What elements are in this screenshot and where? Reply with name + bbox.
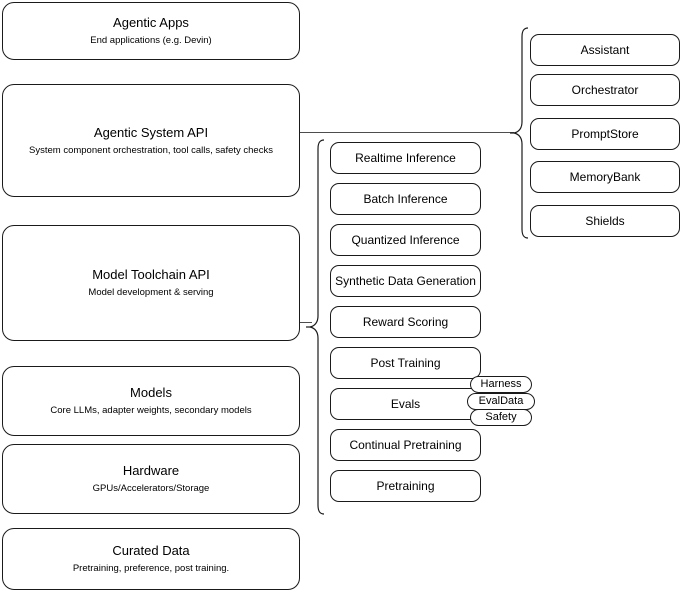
toolchain-item-post-training[interactable]: Post Training bbox=[330, 347, 481, 379]
eval-pill-harness[interactable]: Harness bbox=[470, 376, 532, 393]
curly-brace-agentic-components bbox=[510, 26, 530, 246]
toolchain-item-batch-inference[interactable]: Batch Inference bbox=[330, 183, 481, 215]
eval-pill-evaldata[interactable]: EvalData bbox=[467, 393, 535, 410]
eval-pill-label: EvalData bbox=[478, 395, 524, 407]
toolchain-item-pretraining[interactable]: Pretraining bbox=[330, 470, 481, 502]
connector-agentic-system-to-components bbox=[300, 132, 514, 133]
stack-layer-subtitle: Pretraining, preference, post training. bbox=[72, 563, 230, 574]
toolchain-item-label: Continual Pretraining bbox=[349, 437, 462, 452]
toolchain-item-quantized-inference[interactable]: Quantized Inference bbox=[330, 224, 481, 256]
stack-layer-subtitle: Core LLMs, adapter weights, secondary mo… bbox=[50, 405, 252, 416]
toolchain-item-synthetic-data-generation[interactable]: Synthetic Data Generation bbox=[330, 265, 481, 297]
toolchain-item-continual-pretraining[interactable]: Continual Pretraining bbox=[330, 429, 481, 461]
agentic-component-memorybank[interactable]: MemoryBank bbox=[530, 161, 680, 193]
toolchain-item-reward-scoring[interactable]: Reward Scoring bbox=[330, 306, 481, 338]
stack-layer-model-toolchain-api[interactable]: Model Toolchain API Model development & … bbox=[2, 225, 300, 341]
eval-pill-label: Harness bbox=[480, 378, 522, 390]
stack-layer-models[interactable]: Models Core LLMs, adapter weights, secon… bbox=[2, 366, 300, 436]
agentic-component-assistant[interactable]: Assistant bbox=[530, 34, 680, 66]
agentic-component-promptstore[interactable]: PromptStore bbox=[530, 118, 680, 150]
stack-layer-title: Models bbox=[130, 385, 172, 400]
toolchain-item-label: Post Training bbox=[370, 355, 441, 370]
agentic-component-label: MemoryBank bbox=[569, 169, 641, 184]
toolchain-item-label: Pretraining bbox=[376, 478, 435, 493]
stack-layer-subtitle: GPUs/Accelerators/Storage bbox=[92, 483, 210, 494]
stack-layer-subtitle: End applications (e.g. Devin) bbox=[90, 35, 212, 46]
stack-layer-hardware[interactable]: Hardware GPUs/Accelerators/Storage bbox=[2, 444, 300, 514]
agentic-component-label: Orchestrator bbox=[571, 82, 639, 97]
stack-layer-title: Agentic System API bbox=[93, 124, 209, 140]
stack-layer-title: Hardware bbox=[122, 463, 180, 478]
toolchain-item-evals[interactable]: Evals bbox=[330, 388, 481, 420]
agentic-component-label: Shields bbox=[585, 213, 625, 228]
agentic-component-label: PromptStore bbox=[571, 126, 639, 141]
stack-layer-subtitle: Model development & serving bbox=[88, 287, 214, 298]
toolchain-item-label: Evals bbox=[390, 396, 421, 411]
stack-layer-title: Curated Data bbox=[112, 543, 190, 558]
toolchain-item-realtime-inference[interactable]: Realtime Inference bbox=[330, 142, 481, 174]
toolchain-item-label: Synthetic Data Generation bbox=[335, 273, 476, 288]
eval-pill-safety[interactable]: Safety bbox=[470, 409, 532, 426]
toolchain-item-label: Batch Inference bbox=[363, 191, 448, 206]
toolchain-item-label: Reward Scoring bbox=[362, 314, 449, 329]
agentic-component-label: Assistant bbox=[580, 42, 630, 57]
stack-layer-agentic-apps[interactable]: Agentic Apps End applications (e.g. Devi… bbox=[2, 2, 300, 60]
connector-toolchain-to-items bbox=[300, 322, 312, 323]
curly-brace-toolchain bbox=[306, 138, 326, 518]
stack-layer-agentic-system-api[interactable]: Agentic System API System component orch… bbox=[2, 84, 300, 197]
toolchain-item-label: Realtime Inference bbox=[355, 150, 456, 165]
stack-layer-subtitle: System component orchestration, tool cal… bbox=[29, 144, 273, 156]
stack-layer-curated-data[interactable]: Curated Data Pretraining, preference, po… bbox=[2, 528, 300, 590]
eval-pill-label: Safety bbox=[485, 411, 517, 423]
toolchain-item-label: Quantized Inference bbox=[351, 232, 460, 247]
agentic-component-shields[interactable]: Shields bbox=[530, 205, 680, 237]
stack-layer-title: Agentic Apps bbox=[113, 15, 189, 30]
agentic-component-orchestrator[interactable]: Orchestrator bbox=[530, 74, 680, 106]
stack-layer-title: Model Toolchain API bbox=[92, 267, 210, 282]
